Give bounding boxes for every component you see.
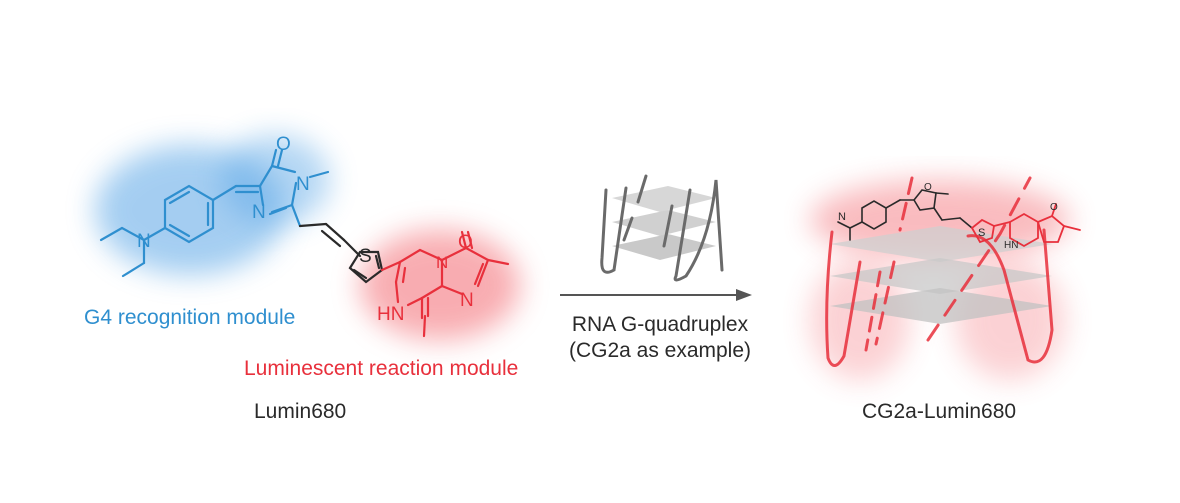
reaction-arrow-head [736,289,752,301]
complex-atom-s: S [978,227,985,239]
cg2a-lumin680-complex: N O S HN O [810,176,1081,380]
g-quadruplex-strands [600,174,724,282]
atom-s-thiophene: S [359,246,372,267]
g4-recognition-module-label: G4 recognition module [84,306,296,329]
complex-plane-2 [830,258,1052,294]
arrow-label-line2: (CG2a as example) [568,339,752,362]
atom-o-pyrazinone: O [458,232,473,253]
atom-hn: HN [377,304,404,325]
luminescent-reaction-module-label: Luminescent reaction module [244,357,519,380]
complex-atom-o: O [924,182,932,193]
complex-atom-hn: HN [1004,240,1018,251]
vinyl-linker-bonds [298,222,384,284]
g-quartet-plane-2 [612,210,716,236]
complex-plane-1 [830,226,1052,262]
cg2a-lumin680-label: CG2a-Lumin680 [862,400,1017,423]
arrow-label-line1: RNA G-quadruplex [571,313,749,336]
atom-n-methyl: N [296,174,310,195]
atom-n-imid: N [252,202,266,223]
g4-module-bonds [99,148,330,278]
complex-strands [825,176,1054,367]
complex-ligand-red-bonds [970,203,1081,248]
atom-n-pyr1: N [436,253,448,272]
g-quadruplex-icon [560,174,752,301]
atom-n-pyr2: N [460,290,474,311]
lumin680-label: Lumin680 [254,400,347,423]
g-quartet-plane-1 [612,186,716,212]
atom-o-top: O [276,134,291,155]
complex-glow-left [810,260,910,380]
atom-n-amine: N [137,231,151,252]
lumin680-structure: O N N N S O N N HN [95,134,520,340]
complex-ligand-bonds [837,189,973,241]
complex-atom-n: N [838,211,846,223]
complex-glow-right [955,260,1065,380]
lum-module-glow [360,230,520,340]
complex-atom-o-pyr: O [1050,202,1058,213]
lum-module-bonds [380,230,510,338]
g4-module-glow-2 [220,135,330,225]
